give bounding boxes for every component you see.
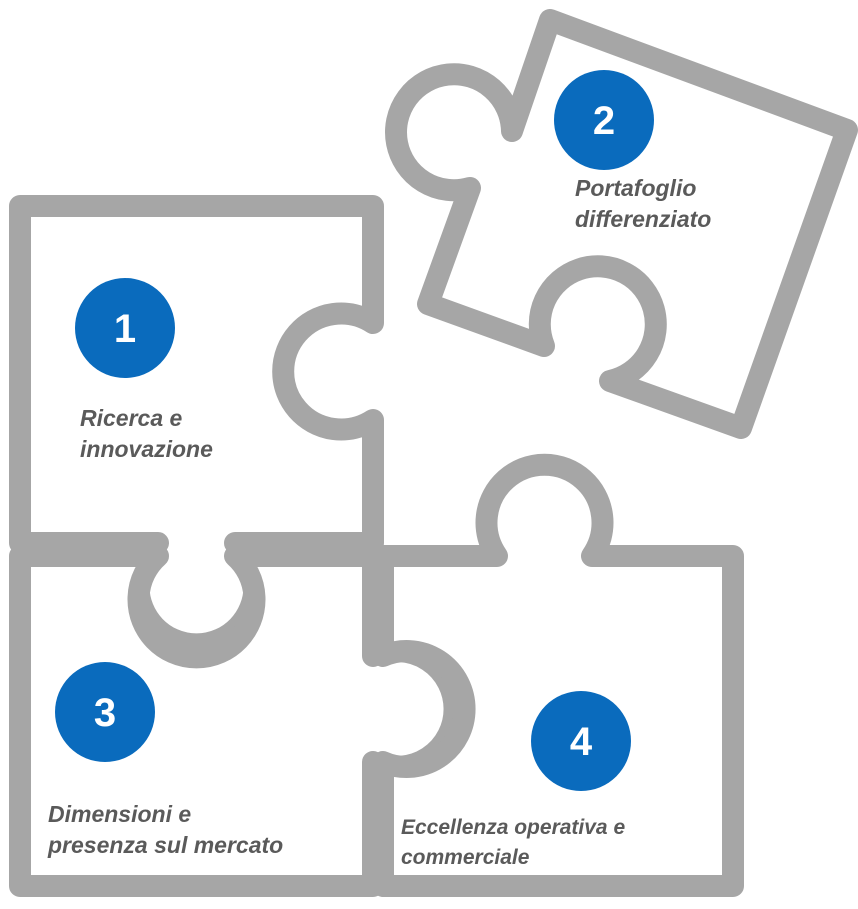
caption-1-line-1: Ricerca e — [80, 405, 183, 431]
caption-4-line-1: Eccellenza operativa e — [401, 816, 626, 839]
caption-3-line-2: presenza sul mercato — [48, 832, 284, 858]
badge-1-number: 1 — [114, 307, 136, 351]
badge-3: 3 — [55, 662, 155, 762]
badge-3-circle — [55, 662, 155, 762]
badge-2-circle — [554, 70, 654, 170]
caption-4: Eccellenza operativa e commerciale — [401, 813, 625, 873]
badge-1-circle — [75, 278, 175, 378]
caption-4-line-2: commerciale — [401, 846, 530, 869]
caption-2: Portafoglio differenziato — [575, 173, 711, 235]
caption-3: Dimensioni e presenza sul mercato — [48, 799, 283, 861]
caption-2-line-2: differenziato — [575, 206, 712, 232]
caption-1-line-2: innovazione — [80, 436, 213, 462]
caption-2-line-1: Portafoglio — [575, 175, 697, 201]
badge-4-circle — [531, 691, 631, 791]
badge-2: 2 — [554, 70, 654, 170]
puzzle-piece-2 — [385, 9, 858, 439]
badge-4-number: 4 — [570, 720, 593, 764]
puzzle-piece-4 — [372, 453, 744, 897]
caption-1: Ricerca e innovazione — [80, 403, 213, 465]
badge-4: 4 — [531, 691, 631, 791]
caption-3-line-1: Dimensioni e — [48, 801, 192, 827]
badge-3-number: 3 — [94, 691, 116, 735]
badge-2-number: 2 — [593, 99, 615, 143]
badge-1: 1 — [75, 278, 175, 378]
